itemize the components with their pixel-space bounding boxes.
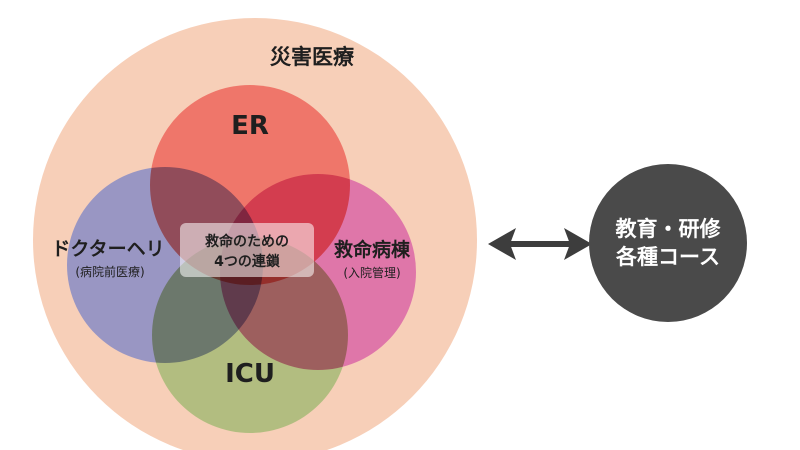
education-line1: 教育・研修 <box>616 217 722 241</box>
doctor-heli-sublabel: (病院前医療) <box>75 264 144 279</box>
icu-label: ICU <box>225 359 275 389</box>
ward-sublabel: (入院管理) <box>343 265 400 280</box>
disaster-medicine-label: 災害医療 <box>270 45 355 69</box>
center-box <box>180 223 314 277</box>
doctor-heli-label: ドクターヘリ <box>51 238 164 260</box>
center-line1: 救命のための <box>205 233 289 250</box>
education-line2: 各種コース <box>615 245 720 269</box>
center-line2: 4つの連鎖 <box>214 253 281 270</box>
er-label: ER <box>231 111 269 141</box>
double-arrow-icon <box>488 228 592 260</box>
ward-label: 救命病棟 <box>334 238 411 261</box>
education-circle <box>589 164 747 322</box>
